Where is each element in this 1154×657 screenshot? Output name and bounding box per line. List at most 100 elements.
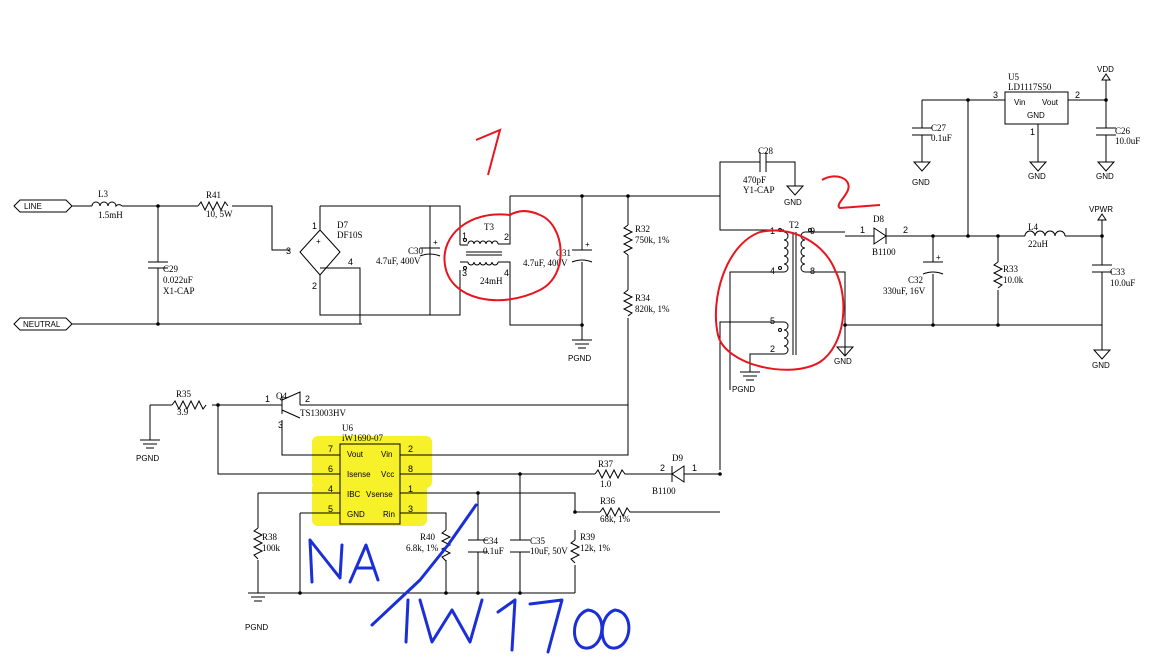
svg-text:GND: GND xyxy=(1096,172,1114,181)
svg-text:+: + xyxy=(585,240,590,249)
svg-text:4: 4 xyxy=(328,484,333,494)
red-annotation-2: 2 xyxy=(714,175,881,371)
capacitor-c27: C27 0.1uF xyxy=(912,123,952,143)
resistor-r41: R41 10, 5W xyxy=(197,190,233,219)
svg-text:5: 5 xyxy=(770,316,775,326)
u6-highlight xyxy=(312,436,432,526)
svg-text:6.8k, 1%: 6.8k, 1% xyxy=(406,543,439,553)
blue-handwriting: NA iW1700 xyxy=(308,503,631,654)
svg-text:1: 1 xyxy=(470,171,471,173)
svg-text:4: 4 xyxy=(770,266,775,276)
neutral-connector: NEUTRAL xyxy=(13,317,73,331)
capacitor-c33: C33 10.0uF xyxy=(1092,264,1135,288)
svg-text:3: 3 xyxy=(408,504,413,514)
svg-text:470pF: 470pF xyxy=(743,175,766,185)
capacitor-c26: C26 10.0uF xyxy=(1096,126,1140,146)
wires-controller xyxy=(149,404,720,594)
svg-text:C27: C27 xyxy=(931,123,947,133)
wires-input xyxy=(72,195,775,456)
svg-text:7: 7 xyxy=(328,444,333,454)
svg-text:4: 4 xyxy=(348,257,353,267)
svg-text:1: 1 xyxy=(1030,127,1035,137)
resistor-r39: R39 12k, 1% xyxy=(298,510,611,595)
svg-text:R37: R37 xyxy=(598,459,614,469)
svg-text:Y1-CAP: Y1-CAP xyxy=(743,185,775,195)
svg-text:10.0uF: 10.0uF xyxy=(1115,136,1140,146)
svg-text:330uF, 16V: 330uF, 16V xyxy=(883,286,926,296)
svg-text:Vout: Vout xyxy=(347,450,364,459)
svg-text:L4: L4 xyxy=(1028,222,1038,232)
choke-t3: T3 24mH 1 2 3 4 xyxy=(460,215,511,286)
line-connector: LINE xyxy=(13,199,73,213)
svg-text:100k: 100k xyxy=(262,543,281,553)
pgnd-symbol-2: PGND xyxy=(732,371,760,394)
svg-text:LINE: LINE xyxy=(24,202,42,211)
svg-text:2: 2 xyxy=(770,344,775,354)
svg-text:Isense: Isense xyxy=(347,470,371,479)
svg-text:GND: GND xyxy=(1027,111,1045,120)
vpwr-label: VPWR xyxy=(1089,205,1113,238)
svg-text:Vin: Vin xyxy=(381,450,392,459)
svg-text:X1-CAP: X1-CAP xyxy=(163,286,195,296)
diode-d9: D9 B1100 2 1 xyxy=(652,453,722,496)
svg-text:C31: C31 xyxy=(556,248,571,258)
svg-text:Vcc: Vcc xyxy=(381,470,394,479)
capacitor-c30: + C30 4.7uF, 400V xyxy=(376,238,441,266)
svg-text:2: 2 xyxy=(1075,90,1080,100)
svg-text:Vout: Vout xyxy=(1042,98,1059,107)
svg-text:1: 1 xyxy=(312,221,317,231)
svg-text:9: 9 xyxy=(810,226,815,236)
svg-text:iW1690-07: iW1690-07 xyxy=(342,433,383,443)
svg-text:1: 1 xyxy=(265,394,270,404)
svg-text:GND: GND xyxy=(1092,361,1110,370)
svg-text:2: 2 xyxy=(660,463,665,473)
diode-d8: D8 B1100 1 2 xyxy=(860,214,908,257)
svg-text:NA: NA xyxy=(320,573,322,576)
svg-text:4.7uF, 400V: 4.7uF, 400V xyxy=(523,258,568,268)
svg-text:D9: D9 xyxy=(672,453,683,463)
svg-text:C32: C32 xyxy=(908,275,923,285)
resistor-r35: R35 3.9 xyxy=(171,389,220,417)
svg-text:L3: L3 xyxy=(98,189,108,199)
svg-text:iW1700: iW1700 xyxy=(410,639,414,641)
svg-text:R32: R32 xyxy=(635,224,650,234)
svg-text:8: 8 xyxy=(810,266,815,276)
svg-text:2: 2 xyxy=(504,232,509,242)
svg-text:PGND: PGND xyxy=(245,623,268,632)
svg-text:R34: R34 xyxy=(635,293,651,303)
svg-text:1: 1 xyxy=(692,463,697,473)
svg-text:R36: R36 xyxy=(600,496,616,506)
svg-text:+: + xyxy=(936,253,941,262)
svg-text:1.0: 1.0 xyxy=(600,479,612,489)
svg-text:D8: D8 xyxy=(873,214,884,224)
svg-text:0.022uF: 0.022uF xyxy=(163,275,193,285)
pgnd-symbol-3: PGND xyxy=(136,439,160,463)
capacitor-c29: C29 0.022uF X1-CAP xyxy=(148,204,195,326)
gnd-symbol-c26: GND xyxy=(1096,161,1116,181)
svg-text:10.0uF: 10.0uF xyxy=(1110,278,1135,288)
svg-text:12k, 1%: 12k, 1% xyxy=(580,543,611,553)
svg-text:4.7uF, 400V: 4.7uF, 400V xyxy=(376,256,421,266)
svg-text:R33: R33 xyxy=(1003,264,1019,274)
svg-text:3: 3 xyxy=(286,246,291,256)
svg-text:C30: C30 xyxy=(408,246,424,256)
svg-text:R40: R40 xyxy=(420,532,436,542)
svg-text:PGND: PGND xyxy=(136,454,159,463)
gnd-symbol-t2: GND xyxy=(834,323,855,366)
svg-text:PGND: PGND xyxy=(732,385,755,394)
svg-text:TS13003HV: TS13003HV xyxy=(300,408,347,418)
svg-text:NEUTRAL: NEUTRAL xyxy=(23,320,61,329)
svg-text:10uF, 50V: 10uF, 50V xyxy=(530,546,568,556)
svg-text:PGND: PGND xyxy=(568,354,591,363)
svg-text:GND: GND xyxy=(912,178,930,187)
svg-text:U5: U5 xyxy=(1008,72,1019,82)
controller-u6: U6 iW1690-07 Vout Isense IBC GND Vin Vcc… xyxy=(328,423,413,525)
svg-text:DF10S: DF10S xyxy=(337,230,363,240)
svg-text:6: 6 xyxy=(328,464,333,474)
capacitor-c31: + C31 4.7uF, 400V xyxy=(523,240,593,268)
svg-text:GND: GND xyxy=(347,510,365,519)
svg-text:68k, 1%: 68k, 1% xyxy=(600,514,631,524)
resistor-r33: R33 10.0k xyxy=(966,234,1024,327)
resistor-r38: R38 100k xyxy=(252,527,281,560)
svg-text:VPWR: VPWR xyxy=(1089,205,1113,214)
